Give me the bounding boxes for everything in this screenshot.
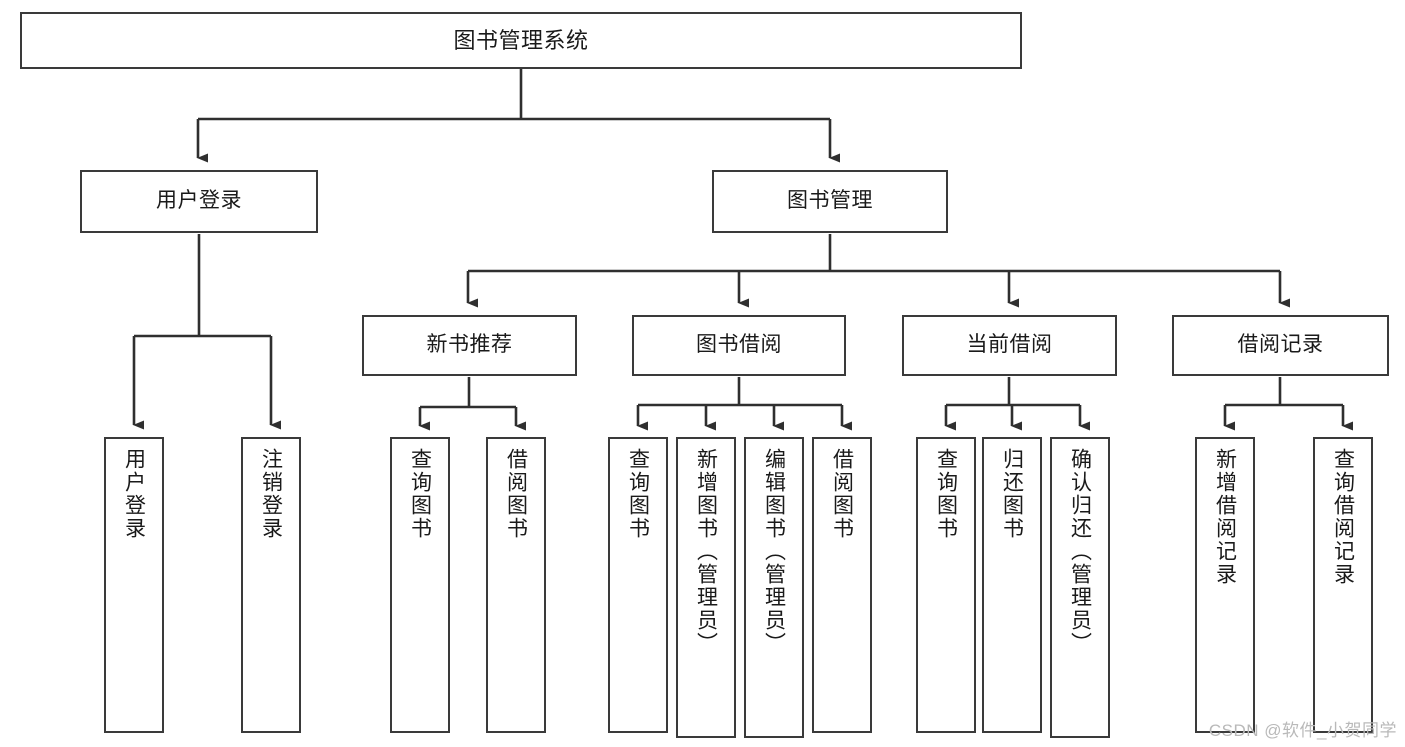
leaf-borrow-record-add-label: 新增借阅记录 — [1213, 448, 1237, 586]
node-current-borrow[interactable]: 当前借阅 — [902, 315, 1117, 376]
node-new-book-recommend-label: 新书推荐 — [426, 333, 513, 357]
leaf-user-login-logout-label: 注销登录 — [259, 448, 283, 540]
leaf-new-book-query-label: 查询图书 — [408, 448, 432, 540]
leaf-new-book-borrow-label: 借阅图书 — [504, 448, 528, 540]
leaf-book-borrow-add-label: 新增图书（管理员） — [694, 448, 718, 655]
leaf-book-borrow-edit-label: 编辑图书（管理员） — [762, 448, 786, 655]
node-user-login-label: 用户登录 — [156, 189, 242, 213]
leaf-book-borrow-query[interactable]: 查询图书 — [608, 437, 668, 733]
leaf-new-book-borrow[interactable]: 借阅图书 — [486, 437, 546, 733]
leaf-book-borrow-add[interactable]: 新增图书（管理员） — [676, 437, 736, 738]
leaf-current-borrow-return-label: 归还图书 — [1000, 448, 1024, 540]
leaf-borrow-record-query[interactable]: 查询借阅记录 — [1313, 437, 1373, 733]
node-borrow-record[interactable]: 借阅记录 — [1172, 315, 1389, 376]
node-new-book-recommend[interactable]: 新书推荐 — [362, 315, 577, 376]
leaf-user-login-login-label: 用户登录 — [122, 448, 146, 540]
node-root-system[interactable]: 图书管理系统 — [20, 12, 1022, 69]
leaf-book-borrow-query-label: 查询图书 — [626, 448, 650, 540]
node-current-borrow-label: 当前借阅 — [966, 333, 1053, 357]
leaf-book-borrow-edit[interactable]: 编辑图书（管理员） — [744, 437, 804, 738]
leaf-user-login-login[interactable]: 用户登录 — [104, 437, 164, 733]
leaf-user-login-logout[interactable]: 注销登录 — [241, 437, 301, 733]
leaf-current-borrow-query[interactable]: 查询图书 — [916, 437, 976, 733]
leaf-new-book-query[interactable]: 查询图书 — [390, 437, 450, 733]
leaf-book-borrow-borrow[interactable]: 借阅图书 — [812, 437, 872, 733]
node-borrow-record-label: 借阅记录 — [1237, 333, 1324, 357]
leaf-borrow-record-query-label: 查询借阅记录 — [1331, 448, 1355, 586]
node-root-system-label: 图书管理系统 — [453, 27, 589, 53]
leaf-borrow-record-add[interactable]: 新增借阅记录 — [1195, 437, 1255, 733]
node-book-borrow[interactable]: 图书借阅 — [632, 315, 846, 376]
node-book-management[interactable]: 图书管理 — [712, 170, 948, 233]
leaf-current-borrow-query-label: 查询图书 — [934, 448, 958, 540]
leaf-current-borrow-confirm-label: 确认归还（管理员） — [1068, 448, 1092, 655]
node-book-management-label: 图书管理 — [787, 189, 873, 213]
leaf-book-borrow-borrow-label: 借阅图书 — [830, 448, 854, 540]
node-book-borrow-label: 图书借阅 — [696, 333, 782, 357]
leaf-current-borrow-confirm[interactable]: 确认归还（管理员） — [1050, 437, 1110, 738]
leaf-current-borrow-return[interactable]: 归还图书 — [982, 437, 1042, 733]
node-user-login[interactable]: 用户登录 — [80, 170, 318, 233]
